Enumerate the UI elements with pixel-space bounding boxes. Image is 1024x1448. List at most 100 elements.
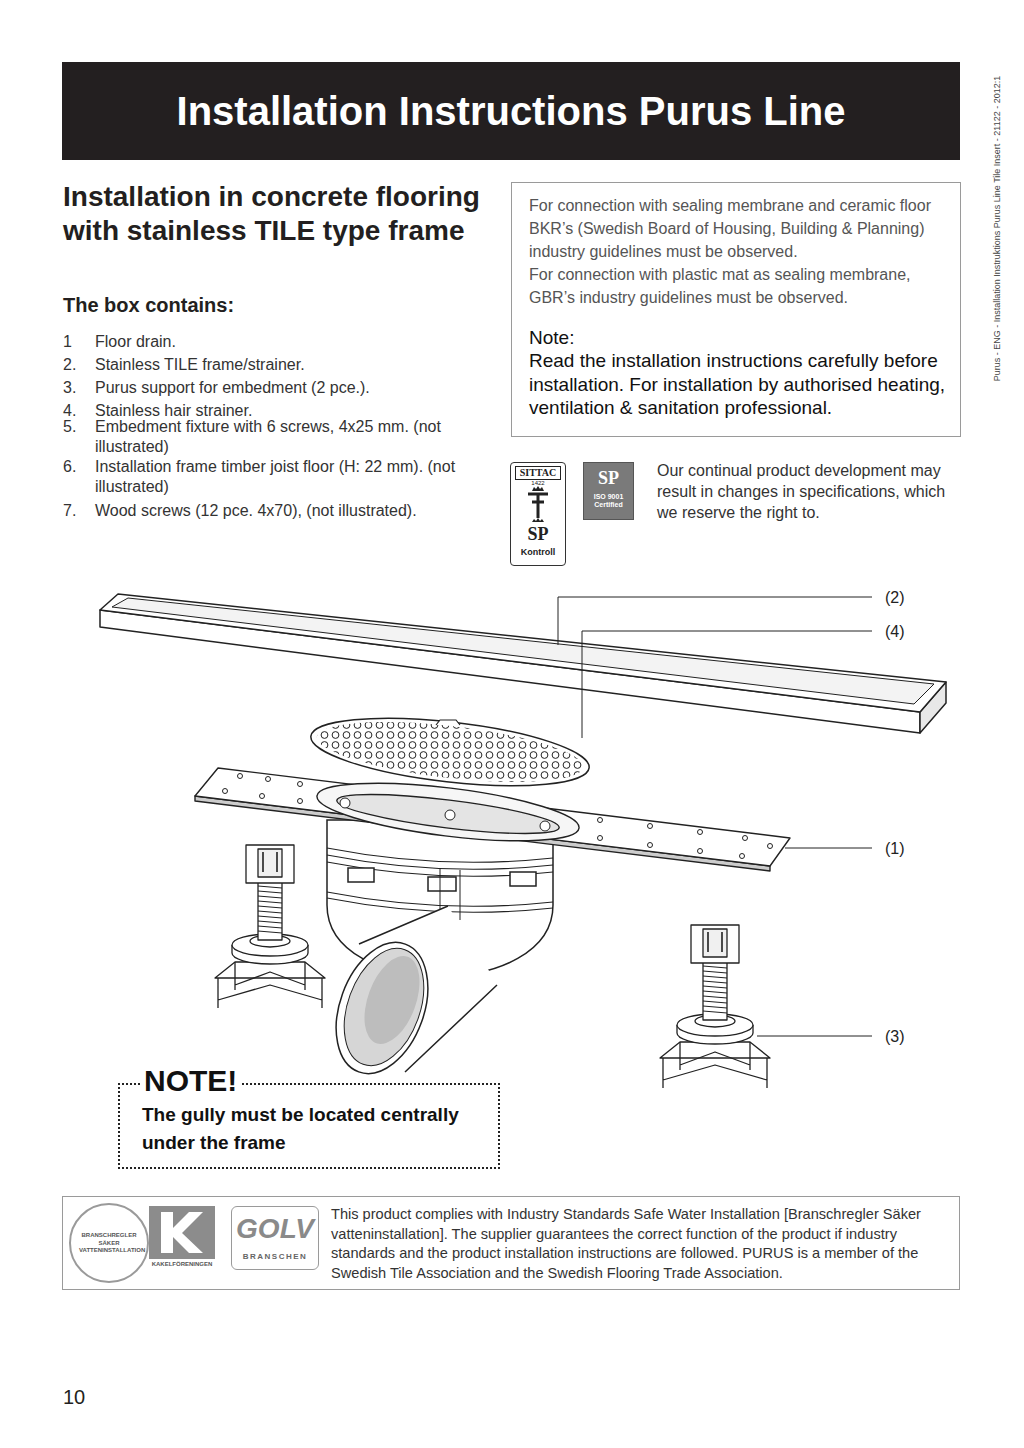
- plate-hole: [298, 799, 303, 804]
- outlet-pipe: [329, 937, 438, 1076]
- drain-opening: [335, 786, 561, 841]
- sittac-logo: SITTAC1422SP Kontroll: [510, 462, 566, 566]
- list-heading: The box contains:: [63, 293, 363, 317]
- embedment-support: [660, 925, 770, 1088]
- k-logo-mark: [161, 1212, 203, 1253]
- support-head: [246, 845, 294, 883]
- list-number: 6.: [63, 457, 93, 477]
- page-number: 10: [63, 1385, 123, 1409]
- callout-number: (1): [885, 839, 925, 858]
- plate-hole: [598, 818, 603, 823]
- compliance-box: This product complies with Industry Stan…: [62, 1196, 960, 1290]
- note-heading: Note:: [529, 326, 954, 349]
- list-item: Stainless TILE frame/strainer.: [95, 355, 465, 375]
- callout-number: (3): [885, 1027, 925, 1046]
- support-legs: [218, 962, 322, 1008]
- page-title: Installation Instructions Purus Line: [62, 62, 960, 160]
- note-heading: NOTE!: [140, 1063, 241, 1099]
- document-code: Purus - ENG - Installation Instruktions …: [992, 75, 1003, 380]
- plate-screw: [540, 821, 550, 831]
- plate-hole: [698, 830, 703, 835]
- logo-text: SP: [511, 524, 565, 544]
- logo-text: 1422: [511, 480, 565, 487]
- plate-hole: [648, 824, 653, 829]
- leader-line: [582, 631, 872, 738]
- golv-logo: GOLV BRANSCHEN: [231, 1206, 319, 1270]
- tile-frame: [100, 594, 946, 712]
- plate-hole: [298, 782, 303, 787]
- section-heading: Installation in concrete flooring with s…: [63, 180, 483, 248]
- logo-text: SITTAC: [515, 466, 561, 480]
- plate-hole: [238, 774, 243, 779]
- list-item: Installation frame timber joist floor (H…: [95, 457, 465, 497]
- plate-screw: [340, 798, 550, 831]
- tile-frame: [100, 594, 946, 733]
- plate-hole: [740, 854, 745, 859]
- compliance-text: This product complies with Industry Stan…: [331, 1205, 953, 1283]
- list-item: Floor drain.: [95, 332, 465, 352]
- leader-line: [757, 1036, 872, 1037]
- list-item: Embedment fixture with 6 screws, 4x25 mm…: [95, 417, 465, 457]
- plate-screw: [340, 798, 350, 808]
- plate-hole: [598, 836, 603, 841]
- logo-text: Kontroll: [511, 547, 565, 558]
- support-rod: [258, 880, 282, 940]
- k-logo-mark: [149, 1206, 215, 1259]
- note-text: The gully must be located centrally unde…: [142, 1101, 487, 1157]
- leader-line: [558, 597, 872, 1036]
- tile-frame: [112, 598, 934, 704]
- logo-text: GOLV: [232, 1211, 318, 1247]
- plate-hole: [260, 794, 265, 799]
- logo-text: BRANSCHREGLER SÄKER VATTENINSTALLATION: [79, 1232, 139, 1255]
- support-head: [263, 852, 277, 872]
- drain-clip: [348, 868, 374, 882]
- badge-logo: BRANSCHREGLER SÄKER VATTENINSTALLATION: [69, 1203, 149, 1283]
- outlet-pipe: [319, 930, 444, 1087]
- list-number: 1: [63, 332, 93, 352]
- k-logo: KAKELFÖRENINGEN: [149, 1206, 215, 1259]
- iso-logo: SP ISO 9001 Certified: [583, 462, 634, 520]
- plate-hole: [768, 844, 773, 849]
- logo-text: BRANSCHEN: [232, 1252, 318, 1262]
- support-head: [258, 849, 282, 877]
- guideline-box: For connection with sealing membrane and…: [511, 182, 961, 437]
- logo-text: SP: [584, 468, 633, 488]
- plate-hole: [266, 777, 271, 782]
- plate-screw: [445, 810, 455, 820]
- header-band: [62, 62, 960, 160]
- strainer-tab: [436, 720, 460, 725]
- drain-clip: [428, 877, 456, 891]
- certification-mark: [532, 486, 544, 491]
- certification-mark: [532, 518, 544, 522]
- plate-hole: [743, 836, 748, 841]
- outlet-pipe: [354, 949, 431, 1052]
- list-number: 2.: [63, 355, 93, 375]
- guideline-text: For connection with plastic mat as seali…: [529, 263, 954, 309]
- plate-hole: [648, 843, 653, 848]
- note-box: NOTE!The gully must be located centrally…: [118, 1083, 500, 1169]
- outlet-pipe: [319, 906, 498, 1086]
- list-item: Wood screws (12 pce. 4x70), (not illustr…: [95, 501, 465, 521]
- note-text: Read the installation instructions caref…: [529, 349, 949, 420]
- guideline-text: For connection with sealing membrane and…: [529, 194, 954, 263]
- list-number: 3.: [63, 378, 93, 398]
- certification-mark: [528, 494, 548, 518]
- list-item: Purus support for embedment (2 pce.).: [95, 378, 465, 398]
- disclaimer-text: Our continual product development may re…: [657, 460, 965, 523]
- leader-line: [558, 597, 872, 645]
- callout-number: (2): [885, 588, 925, 607]
- hair-strainer: [300, 706, 600, 797]
- drain-clip: [510, 872, 536, 886]
- hair-strainer: [300, 715, 600, 790]
- plate-hole: [223, 789, 228, 794]
- plate-hole: [698, 849, 703, 854]
- support-thread: [258, 886, 282, 933]
- logo-text: KAKELFÖRENINGEN: [143, 1261, 221, 1268]
- list-number: 7.: [63, 501, 93, 521]
- embedment-support: [215, 845, 325, 1008]
- leader-line: [785, 848, 872, 849]
- list-number: 5.: [63, 417, 93, 437]
- callout-number: (4): [885, 622, 925, 641]
- logo-text: ISO 9001 Certified: [585, 493, 632, 509]
